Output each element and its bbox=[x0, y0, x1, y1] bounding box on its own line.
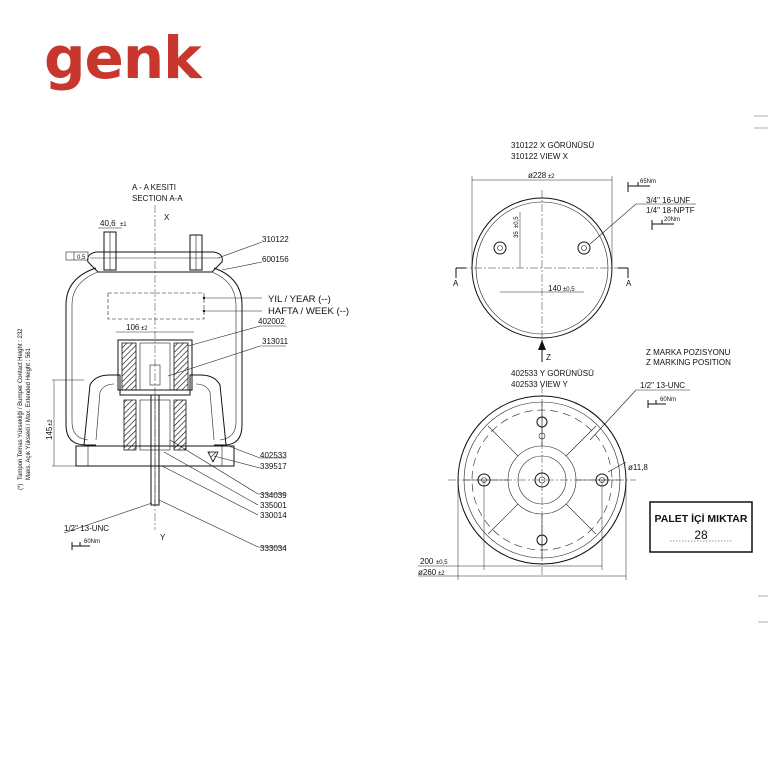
section-mark-right: A bbox=[626, 279, 632, 288]
part-number: 333034 bbox=[260, 544, 287, 553]
dim-diameter: ø228 bbox=[528, 171, 547, 180]
vertical-note-bumper: Tampon Temas Yüksekliği / Bumper Contact… bbox=[18, 328, 24, 480]
flatness-box bbox=[65, 251, 89, 261]
view-x: 310122 X GÖRÜNÜSÜ 310122 VIEW X ø228 ±2 … bbox=[453, 141, 696, 362]
dim-inner-tol: ±2 bbox=[141, 326, 148, 332]
z-label: Z bbox=[546, 353, 551, 362]
view-x-title-en: 310122 VIEW X bbox=[511, 152, 569, 161]
dim-140-tol: ±0,5 bbox=[563, 287, 575, 293]
torque-y: 60Nm bbox=[660, 397, 676, 403]
dim-260-tol: ±2 bbox=[438, 571, 445, 577]
torque-top: 65Nm bbox=[640, 179, 656, 185]
part-number: 339517 bbox=[260, 462, 287, 471]
vertical-note-extended: Maks. Açık Yüksekli / Max. Extended Heig… bbox=[26, 347, 32, 480]
bottom-torque-icon bbox=[71, 542, 90, 550]
port-right bbox=[577, 241, 591, 255]
section-title-en: SECTION A-A bbox=[132, 194, 183, 203]
dim-260: ø260 bbox=[418, 568, 437, 577]
dim-top: 40,6 bbox=[100, 219, 116, 228]
mount-hole-bottom bbox=[536, 534, 548, 546]
part-number: 600156 bbox=[262, 255, 289, 264]
part-number: 335001 bbox=[260, 501, 287, 510]
dim-140: 140 bbox=[548, 284, 562, 293]
torque-icon-2 bbox=[651, 220, 674, 230]
hole-diameter: ø11,8 bbox=[628, 463, 648, 472]
port-left bbox=[493, 241, 507, 255]
week-label: HAFTA / WEEK (--) bbox=[268, 306, 349, 317]
section-title-tr: A - A KESITI bbox=[132, 183, 176, 192]
vertical-note-prefix: (*) bbox=[18, 484, 24, 490]
date-marking-box bbox=[107, 292, 205, 320]
thread-y: 1/2" 13-UNC bbox=[640, 381, 685, 390]
part-number: 402533 bbox=[260, 451, 287, 460]
dim-diameter-tol: ±2 bbox=[548, 174, 555, 180]
dim-200: 200 bbox=[420, 557, 434, 566]
view-x-title-tr: 310122 X GÖRÜNÜSÜ bbox=[511, 141, 594, 150]
section-view: A - A KESITI SECTION A-A X Y 40,6 ±1 0.5 bbox=[18, 183, 349, 553]
part-number: 334039 bbox=[260, 491, 287, 500]
dim-height-tol: ±2 bbox=[48, 419, 54, 426]
dim-35-tol: ±0,5 bbox=[514, 216, 520, 228]
mount-hole-top bbox=[536, 416, 548, 428]
marking-en: Z MARKING POSITION bbox=[646, 358, 731, 367]
dim-35: 35 bbox=[514, 231, 520, 238]
view-y: 402533 Y GÖRÜNÜSÜ 402533 VIEW Y Z MARKA … bbox=[418, 348, 731, 580]
marking-tr: Z MARKA POZISYONU bbox=[646, 348, 731, 357]
view-y-title-en: 402533 VIEW Y bbox=[511, 380, 568, 389]
bottom-torque: 60Nm bbox=[84, 539, 100, 545]
genk-logo: genk bbox=[44, 24, 202, 92]
bellows-left bbox=[65, 267, 97, 446]
part-number: 313011 bbox=[262, 337, 289, 346]
section-mark-left: A bbox=[453, 279, 459, 288]
x-axis-label: X bbox=[164, 213, 170, 222]
torque-2: 20Nm bbox=[664, 217, 680, 223]
dim-height: 145 bbox=[45, 426, 54, 440]
thread-1: 3/4" 16-UNF bbox=[646, 196, 690, 205]
part-number: 330014 bbox=[260, 511, 287, 520]
bumper-outer bbox=[117, 339, 193, 391]
pallet-box: PALET İÇİ MIKTAR 28 bbox=[649, 501, 753, 553]
part-number: 310122 bbox=[262, 235, 289, 244]
flatness-value: 0.5 bbox=[77, 255, 86, 261]
year-label: YIL / YEAR (--) bbox=[268, 294, 331, 305]
pallet-quantity: 28 bbox=[694, 528, 708, 542]
torque-icon-y bbox=[647, 400, 666, 408]
torque-icon-top bbox=[627, 182, 650, 192]
view-y-title-tr: 402533 Y GÖRÜNÜSÜ bbox=[511, 369, 594, 378]
dim-200-tol: ±0,5 bbox=[436, 560, 448, 566]
thread-2: 1/4" 18-NPTF bbox=[646, 206, 695, 215]
bottom-thread: 1/2" 13-UNC bbox=[64, 524, 109, 533]
y-axis-label: Y bbox=[160, 533, 166, 542]
pallet-label: PALET İÇİ MIKTAR bbox=[655, 512, 748, 525]
dim-top-tol: ±1 bbox=[120, 222, 127, 228]
part-number: 402002 bbox=[258, 317, 285, 326]
dim-inner: 106 bbox=[126, 323, 140, 332]
bellows-right bbox=[213, 267, 243, 446]
